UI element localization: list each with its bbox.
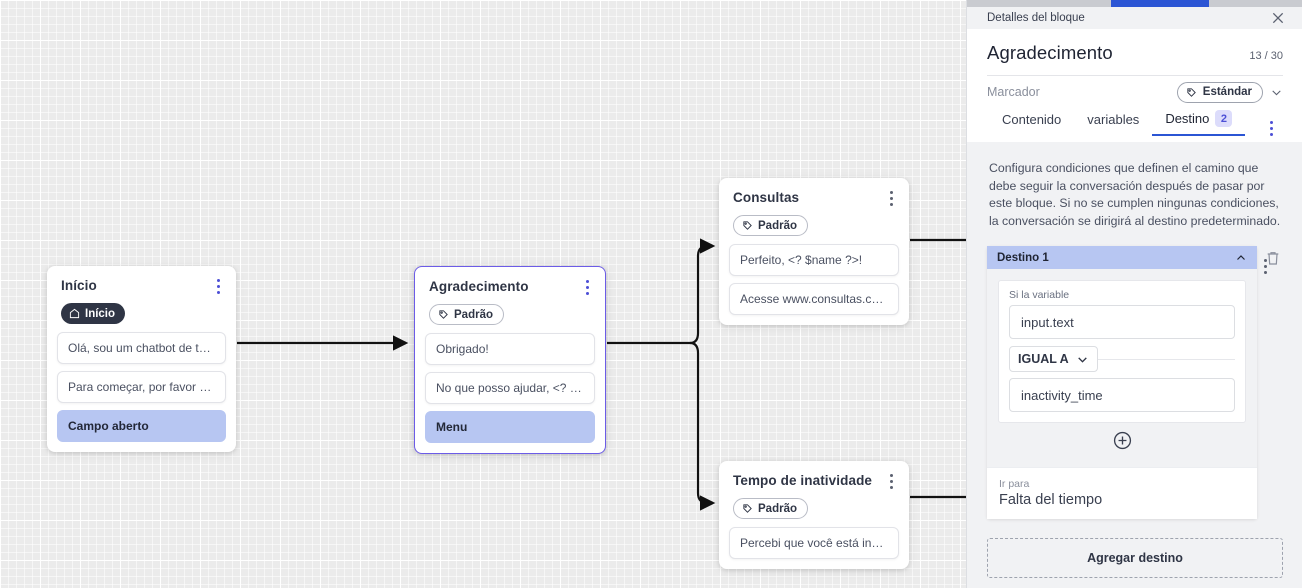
- node-message[interactable]: No que posso ajudar, <? $name ...: [425, 372, 595, 404]
- marker-chip-label: Estándar: [1202, 86, 1252, 98]
- node-message[interactable]: Obrigado!: [425, 333, 595, 365]
- node-menu-icon[interactable]: [883, 472, 899, 490]
- add-condition-row: [998, 423, 1246, 456]
- condition-operator-select[interactable]: IGUAL A: [1009, 346, 1098, 372]
- panel-tabs: Contenido variables Destino 2: [987, 108, 1283, 136]
- horizontal-scrollbar[interactable]: [967, 0, 1302, 7]
- node-tag-label: Padrão: [454, 308, 493, 321]
- node-message[interactable]: Percebi que você está inativo. C...: [729, 527, 899, 559]
- node-header: Tempo de inatividade Padrão: [719, 461, 909, 527]
- goto-label: Ir para: [999, 478, 1030, 490]
- destination-block: Destino 1 Si la variable IGUAL A: [987, 246, 1283, 519]
- tag-icon: [743, 504, 752, 513]
- tag-icon: [743, 221, 752, 230]
- node-tag-label: Padrão: [758, 502, 797, 515]
- condition-area: Si la variable IGUAL A: [987, 269, 1257, 467]
- block-details-panel: Detalles del bloque Agradecimento 13 / 3…: [966, 0, 1302, 588]
- node-tag: Início: [61, 303, 126, 324]
- condition-variable-input[interactable]: [1009, 305, 1235, 339]
- node-menu-icon[interactable]: [579, 278, 595, 296]
- chevron-down-icon: [1077, 356, 1087, 363]
- node-header: Início Início: [47, 266, 236, 332]
- tab-destino[interactable]: Destino 2: [1152, 110, 1246, 136]
- node-message-highlight[interactable]: Campo aberto: [57, 410, 226, 442]
- scrollbar-thumb[interactable]: [1111, 0, 1209, 7]
- tab-label: variables: [1087, 112, 1140, 127]
- node-body: Olá, sou um chatbot de teste! Para começ…: [47, 332, 236, 452]
- home-icon: [69, 308, 80, 319]
- marker-row: Marcador Estándar: [987, 76, 1283, 108]
- flow-canvas[interactable]: Início Início Olá, sou um chatbot de tes…: [0, 0, 966, 588]
- node-message-highlight[interactable]: Menu: [425, 411, 595, 443]
- node-title: Início: [61, 278, 97, 293]
- node-message[interactable]: Para começar, por favor digite o ...: [57, 371, 226, 403]
- node-title: Consultas: [733, 190, 800, 205]
- goto-text: Ir para Falta del tiempo: [999, 478, 1102, 508]
- status-badge: 2: [1215, 110, 1233, 127]
- tab-label: Destino: [1165, 111, 1210, 126]
- node-title: Agradecimento: [429, 279, 529, 294]
- condition-operator-label: IGUAL A: [1018, 352, 1069, 366]
- destination-card: Destino 1 Si la variable IGUAL A: [987, 246, 1267, 519]
- tag-icon: [1187, 87, 1196, 97]
- node-tag: Padrão: [429, 304, 504, 325]
- chevron-up-icon[interactable]: [1235, 252, 1247, 264]
- flow-node-tempo-inatividade[interactable]: Tempo de inatividade Padrão Percebi que …: [719, 461, 909, 569]
- chevron-down-icon[interactable]: [1270, 86, 1283, 99]
- trash-icon[interactable]: [1265, 250, 1281, 266]
- condition-value-input[interactable]: [1009, 378, 1235, 412]
- panel-title-row: Agradecimento 13 / 30: [987, 29, 1283, 76]
- tab-label: Contenido: [1002, 112, 1062, 127]
- node-header: Agradecimento Padrão: [415, 267, 605, 333]
- tag-icon: [439, 310, 448, 319]
- marker-label: Marcador: [987, 85, 1040, 99]
- node-tag-label: Início: [85, 307, 116, 320]
- page-title: Agradecimento: [987, 42, 1113, 63]
- goto-row[interactable]: Ir para Falta del tiempo: [987, 258, 1267, 519]
- add-destination-button[interactable]: Agregar destino: [987, 538, 1283, 578]
- node-menu-icon[interactable]: [210, 277, 226, 295]
- condition-box: Si la variable IGUAL A: [998, 280, 1246, 423]
- destination-header[interactable]: Destino 1: [987, 246, 1257, 269]
- char-counter: 13 / 30: [1249, 50, 1283, 62]
- node-tag: Padrão: [733, 498, 808, 519]
- node-header: Consultas Padrão: [719, 178, 909, 244]
- node-message[interactable]: Acesse www.consultas.com par...: [729, 283, 899, 315]
- node-message[interactable]: Perfeito, <? $name ?>!: [729, 244, 899, 276]
- condition-operator-row: IGUAL A: [1009, 346, 1235, 372]
- tab-contenido[interactable]: Contenido: [989, 112, 1074, 136]
- node-body: Obrigado! No que posso ajudar, <? $name …: [415, 333, 605, 453]
- flow-node-inicio[interactable]: Início Início Olá, sou um chatbot de tes…: [47, 266, 236, 452]
- node-body: Perfeito, <? $name ?>! Acesse www.consul…: [719, 244, 909, 325]
- destination-header-label: Destino 1: [997, 251, 1049, 264]
- node-tag-label: Padrão: [758, 219, 797, 232]
- marker-controls: Estándar: [1176, 81, 1283, 103]
- panel-topbar: Detalles del bloque: [967, 7, 1302, 29]
- node-message[interactable]: Olá, sou um chatbot de teste!: [57, 332, 226, 364]
- destination-description: Configura condiciones que definen el cam…: [989, 161, 1281, 228]
- panel-topbar-label: Detalles del bloque: [987, 12, 1085, 24]
- node-tag: Padrão: [733, 215, 808, 236]
- panel-content: Configura condiciones que definen el cam…: [967, 142, 1302, 588]
- goto-menu-icon[interactable]: [1257, 257, 1273, 275]
- goto-value: Falta del tiempo: [999, 492, 1103, 508]
- close-icon[interactable]: [1270, 10, 1286, 26]
- node-body: Percebi que você está inativo. C...: [719, 527, 909, 569]
- add-destination-label: Agregar destino: [1087, 551, 1183, 565]
- plus-circle-icon[interactable]: [1113, 431, 1132, 450]
- condition-label: Si la variable: [1009, 289, 1070, 301]
- flow-node-agradecimento[interactable]: Agradecimento Padrão Obrigado! No que po…: [414, 266, 606, 454]
- flow-node-consultas[interactable]: Consultas Padrão Perfeito, <? $name ?>! …: [719, 178, 909, 325]
- tab-variables[interactable]: variables: [1074, 112, 1152, 136]
- node-menu-icon[interactable]: [883, 189, 899, 207]
- node-title: Tempo de inatividade: [733, 473, 873, 488]
- marker-chip[interactable]: Estándar: [1176, 81, 1263, 103]
- tabs-overflow-menu-icon[interactable]: [1263, 119, 1279, 137]
- panel-header-sheet: Agradecimento 13 / 30 Marcador Estándar …: [967, 29, 1302, 142]
